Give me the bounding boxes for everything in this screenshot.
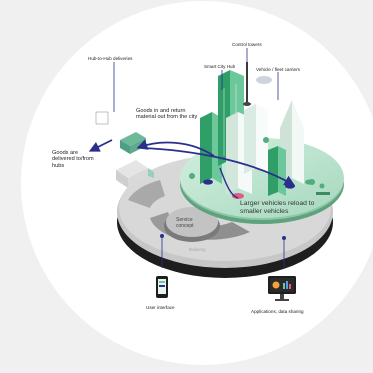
label-service-concept: Service concept [176, 217, 194, 229]
small-vehicle-1 [203, 179, 213, 185]
label-hub-to-hub: Hub-to-Hub deliveries [88, 56, 133, 61]
arrow-to-hubs [88, 139, 113, 152]
label-control-towers: Control towers [232, 42, 262, 47]
arrow-goods-in [136, 139, 215, 157]
flow-arrows [88, 139, 296, 199]
monitor-icon [268, 276, 296, 301]
platform-stack [117, 138, 344, 278]
city-buildings [189, 62, 330, 196]
arrow-reload [219, 167, 239, 199]
label-goods-delivered: Goods are delivered to/from hubs [52, 150, 94, 169]
cloud-icon [256, 76, 272, 84]
small-vehicle-2 [232, 193, 244, 199]
label-smart-city-hub: Smart City Hub [204, 64, 236, 69]
label-larger-vehicles: Larger vehicles reload to smaller vehicl… [240, 200, 315, 215]
arrow-return-out [141, 147, 296, 186]
label-user-interface: User interface [146, 305, 175, 310]
label-vehicle-fleet: Vehicle / fleet carriers [256, 67, 300, 72]
small-vehicle-3 [285, 183, 295, 189]
small-vehicle-4 [305, 179, 315, 185]
label-goods-in: Goods in and return material out from th… [136, 108, 198, 121]
phone-icon [156, 276, 168, 298]
delivery-truck-bottom [116, 160, 154, 188]
label-delivery: Delivery [189, 247, 206, 252]
hub-box-icon [95, 111, 109, 125]
label-applications: Applications, data sharing [251, 309, 304, 314]
leader-lines [113, 48, 286, 268]
